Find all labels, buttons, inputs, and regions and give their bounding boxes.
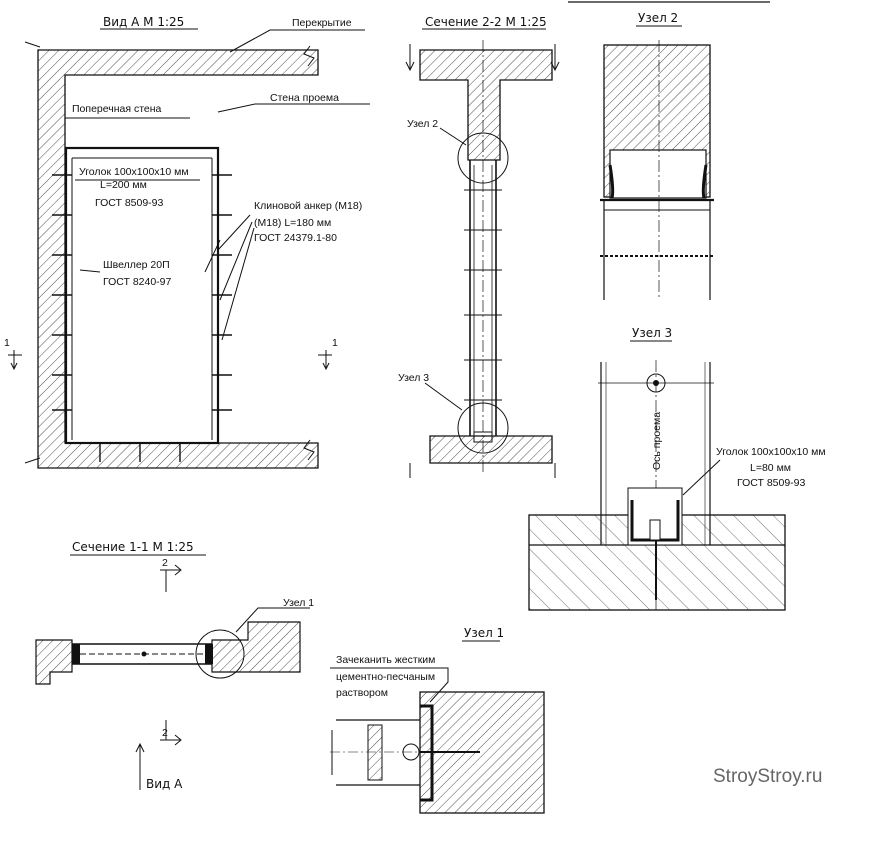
watermark: StroyStroy.ru <box>713 766 822 787</box>
section-2-2-slab <box>419 49 553 161</box>
node-3-callout: Узел 3 <box>398 372 429 384</box>
node-2: Узел 2 <box>568 1 770 300</box>
channel-label-2: ГОСТ 8240-97 <box>103 276 172 288</box>
angle3-label-3: ГОСТ 8509-93 <box>737 477 806 489</box>
view-a-arrow-label: Вид А <box>146 777 183 791</box>
section-1-1: Сечение 1-1 М 1:25 2 Узел 1 2 Вид А <box>35 540 314 791</box>
cut-2-bottom: 2 <box>162 727 168 739</box>
node-2-callout: Узел 2 <box>407 118 438 130</box>
channel-label-1: Швеллер 20П <box>103 259 170 271</box>
caulk-label-1: Зачеканить жестким <box>336 654 435 666</box>
angle-label-1: Уголок 100х100х10 мм <box>79 166 189 178</box>
anchor-label-2: (М18) L=180 мм <box>254 217 331 229</box>
view-a: Вид А М 1:25 Перекрытие Поп <box>4 15 370 469</box>
angle-label-2: L=200 мм <box>100 179 147 191</box>
node-1: Узел 1 Зачеканить жестким цементно-песча… <box>330 626 545 814</box>
view-a-title: Вид А М 1:25 <box>103 15 184 29</box>
angle3-label-1: Уголок 100х100х10 мм <box>716 446 826 458</box>
node-3-title: Узел 3 <box>632 326 672 340</box>
angle-label-3: ГОСТ 8509-93 <box>95 197 164 209</box>
anchor-label-3: ГОСТ 24379.1-80 <box>254 232 337 244</box>
caulk-label-2: цементно-песчаным <box>336 671 435 683</box>
caulk-label-3: раствором <box>336 687 388 699</box>
node-2-circle <box>457 132 509 184</box>
axis-label: Ось проема <box>651 412 663 470</box>
section-1-1-title: Сечение 1-1 М 1:25 <box>72 540 194 554</box>
node-1-callout: Узел 1 <box>283 597 314 609</box>
anchor-label-1: Клиновой анкер (М18) <box>254 200 362 212</box>
section-1-1-right-wall <box>211 621 301 673</box>
node-3: Узел 3 Ось проема Уголок 100х100х10 мм L… <box>528 326 826 611</box>
node-3-circle <box>457 402 509 454</box>
cut-1-right: 1 <box>332 337 338 349</box>
cut-2-top: 2 <box>162 557 168 569</box>
opening-wall-label: Стена проема <box>270 92 339 104</box>
section-1-1-left-wall <box>35 639 73 685</box>
cut-1-left: 1 <box>4 337 10 349</box>
node-2-title: Узел 2 <box>638 11 678 25</box>
section-2-2-title: Сечение 2-2 М 1:25 <box>425 15 547 29</box>
node-1-title: Узел 1 <box>464 626 504 640</box>
cross-wall-label: Поперечная стена <box>72 103 162 115</box>
angle3-label-2: L=80 мм <box>750 462 791 474</box>
section-2-2: Сечение 2-2 М 1:25 Узел 2 Узел 3 <box>398 15 560 478</box>
slab-label: Перекрытие <box>292 17 352 29</box>
channel-frame <box>64 146 220 445</box>
node-1-circle <box>195 629 245 679</box>
